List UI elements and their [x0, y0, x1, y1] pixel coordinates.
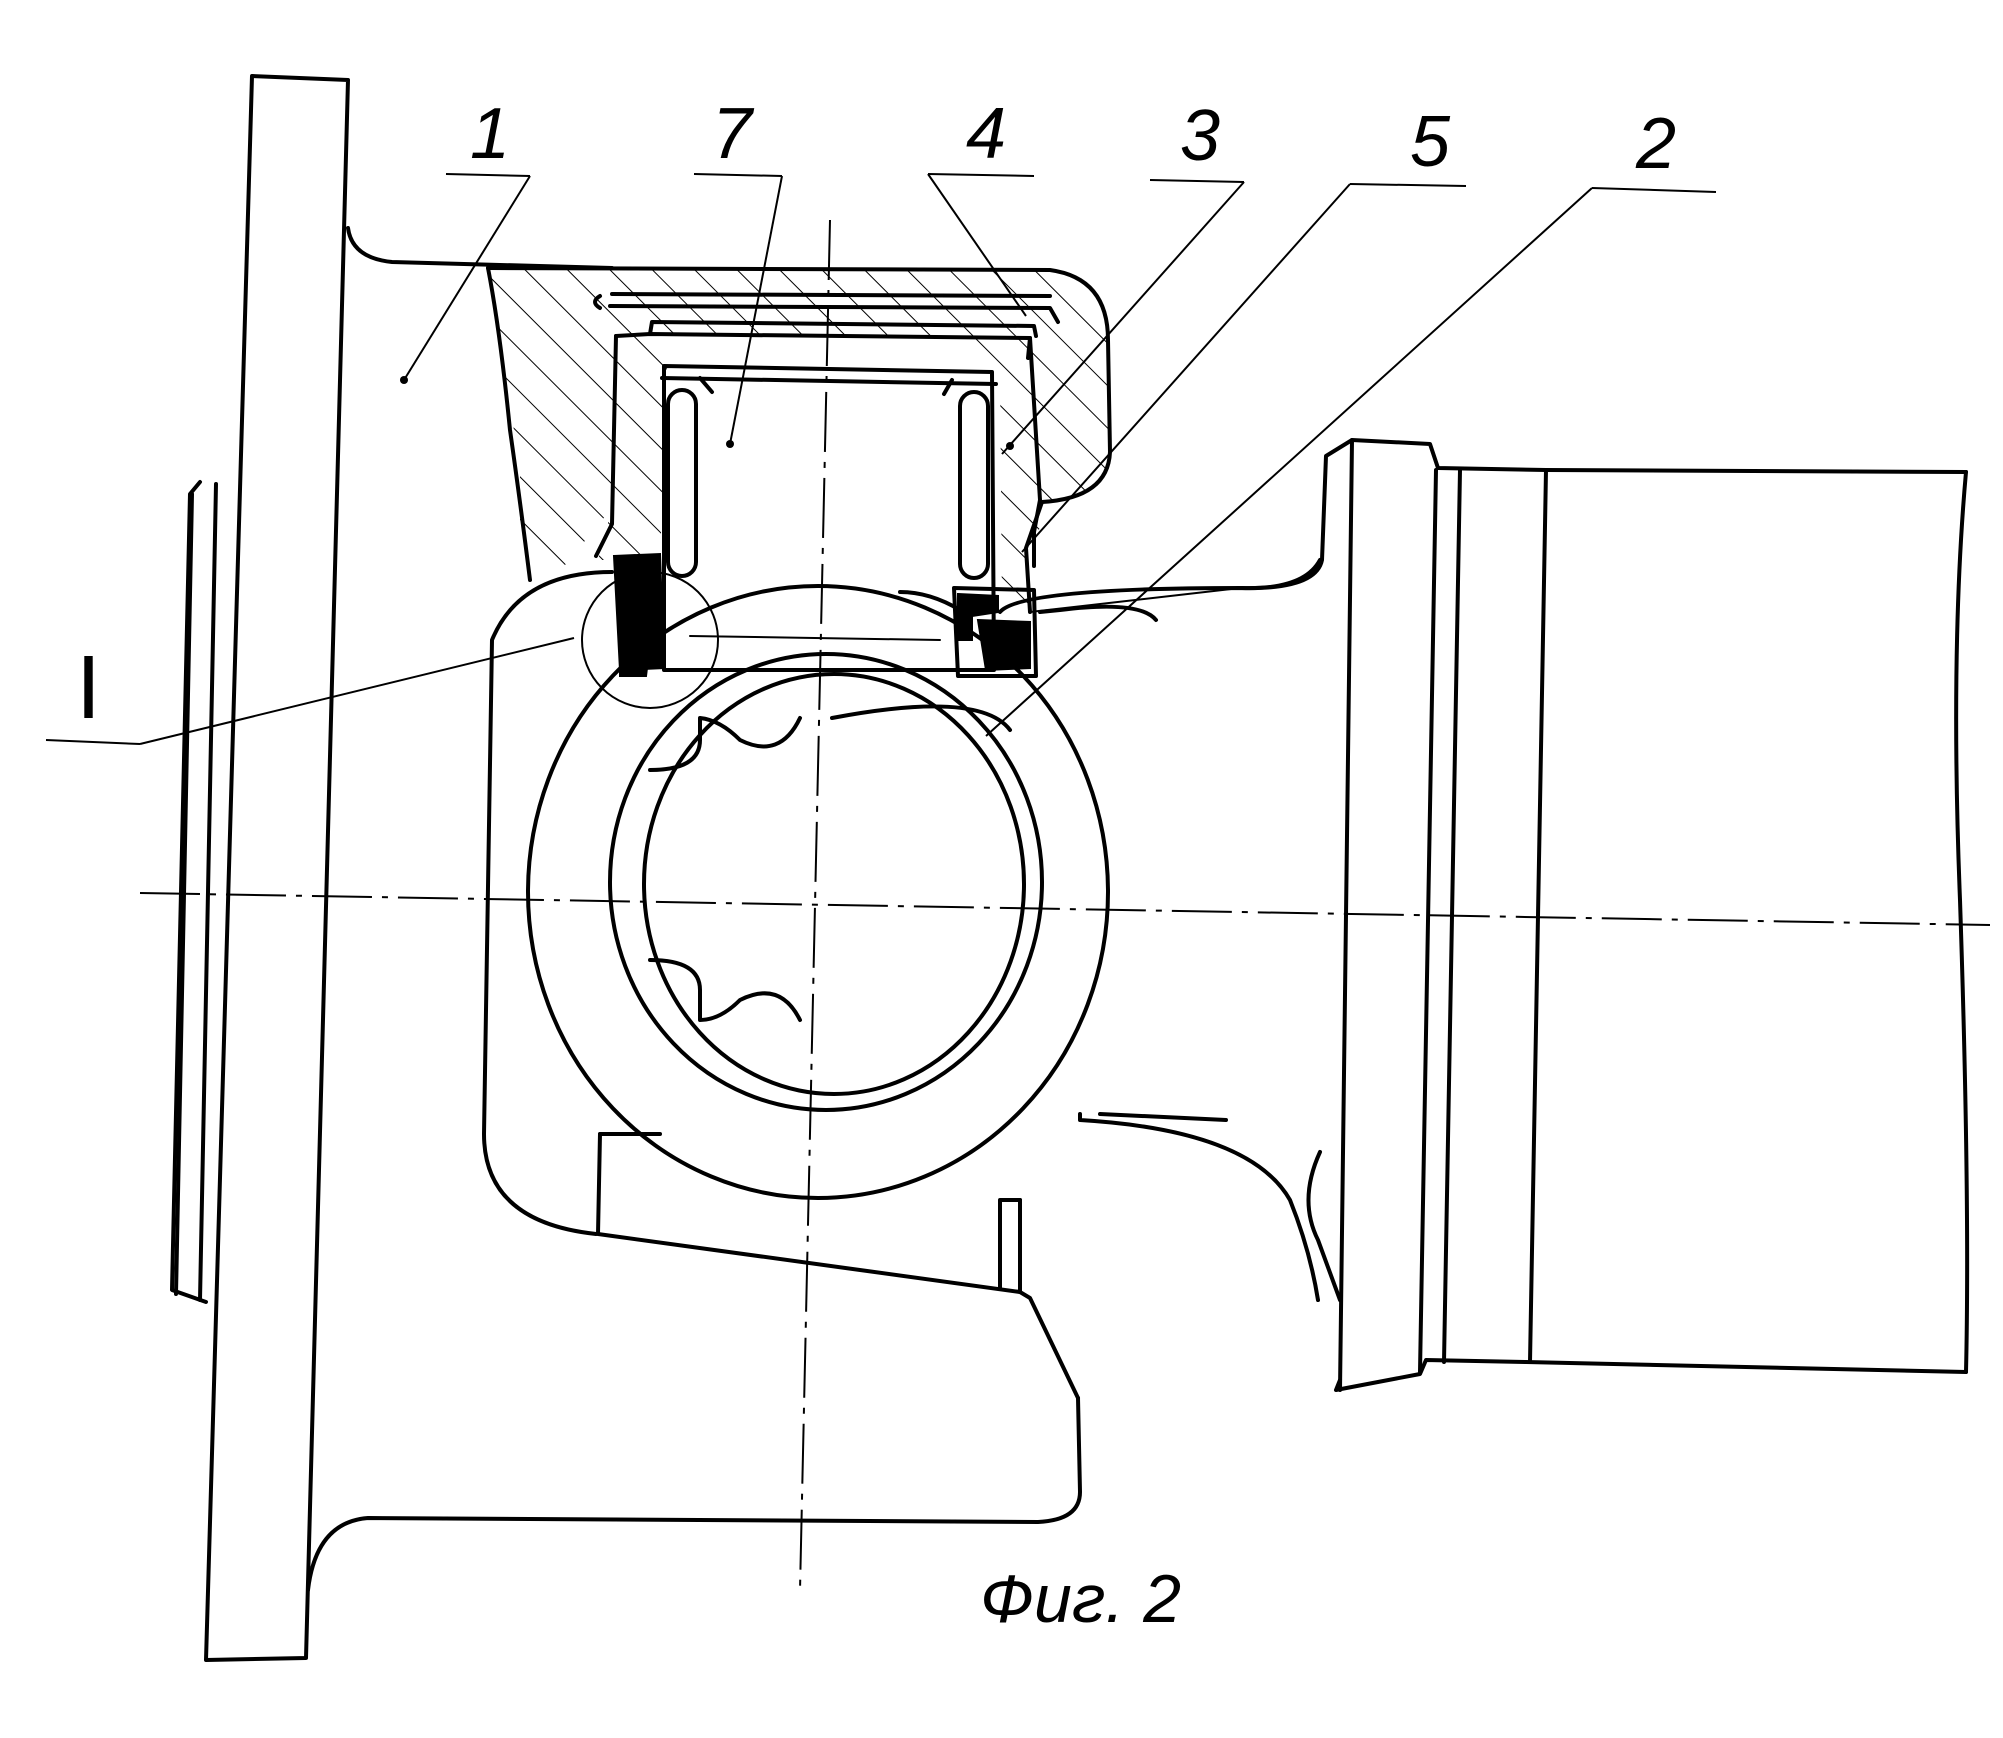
label-part-7: 7 — [712, 94, 755, 174]
reference-dots — [400, 376, 1014, 450]
centerlines — [139, 219, 1991, 1591]
housing-section — [486, 266, 1112, 614]
figure-caption: Фиг. 2 — [980, 1561, 1181, 1637]
label-part-3: 3 — [1180, 96, 1220, 176]
label-part-1: 1 — [470, 94, 510, 174]
leader-lines — [45, 173, 1717, 745]
seals — [612, 552, 1038, 678]
spider-ring — [526, 584, 1110, 1200]
bearing-cup — [660, 364, 998, 672]
label-detail-I: I — [76, 638, 101, 738]
detail-circle — [581, 571, 719, 709]
label-part-2: 2 — [1635, 104, 1676, 184]
shaft-tube — [998, 438, 1970, 1392]
flange — [170, 74, 350, 1662]
label-part-5: 5 — [1410, 102, 1451, 182]
part-labels: 1 7 4 3 5 2 I — [76, 94, 1676, 738]
label-part-4: 4 — [966, 94, 1006, 174]
